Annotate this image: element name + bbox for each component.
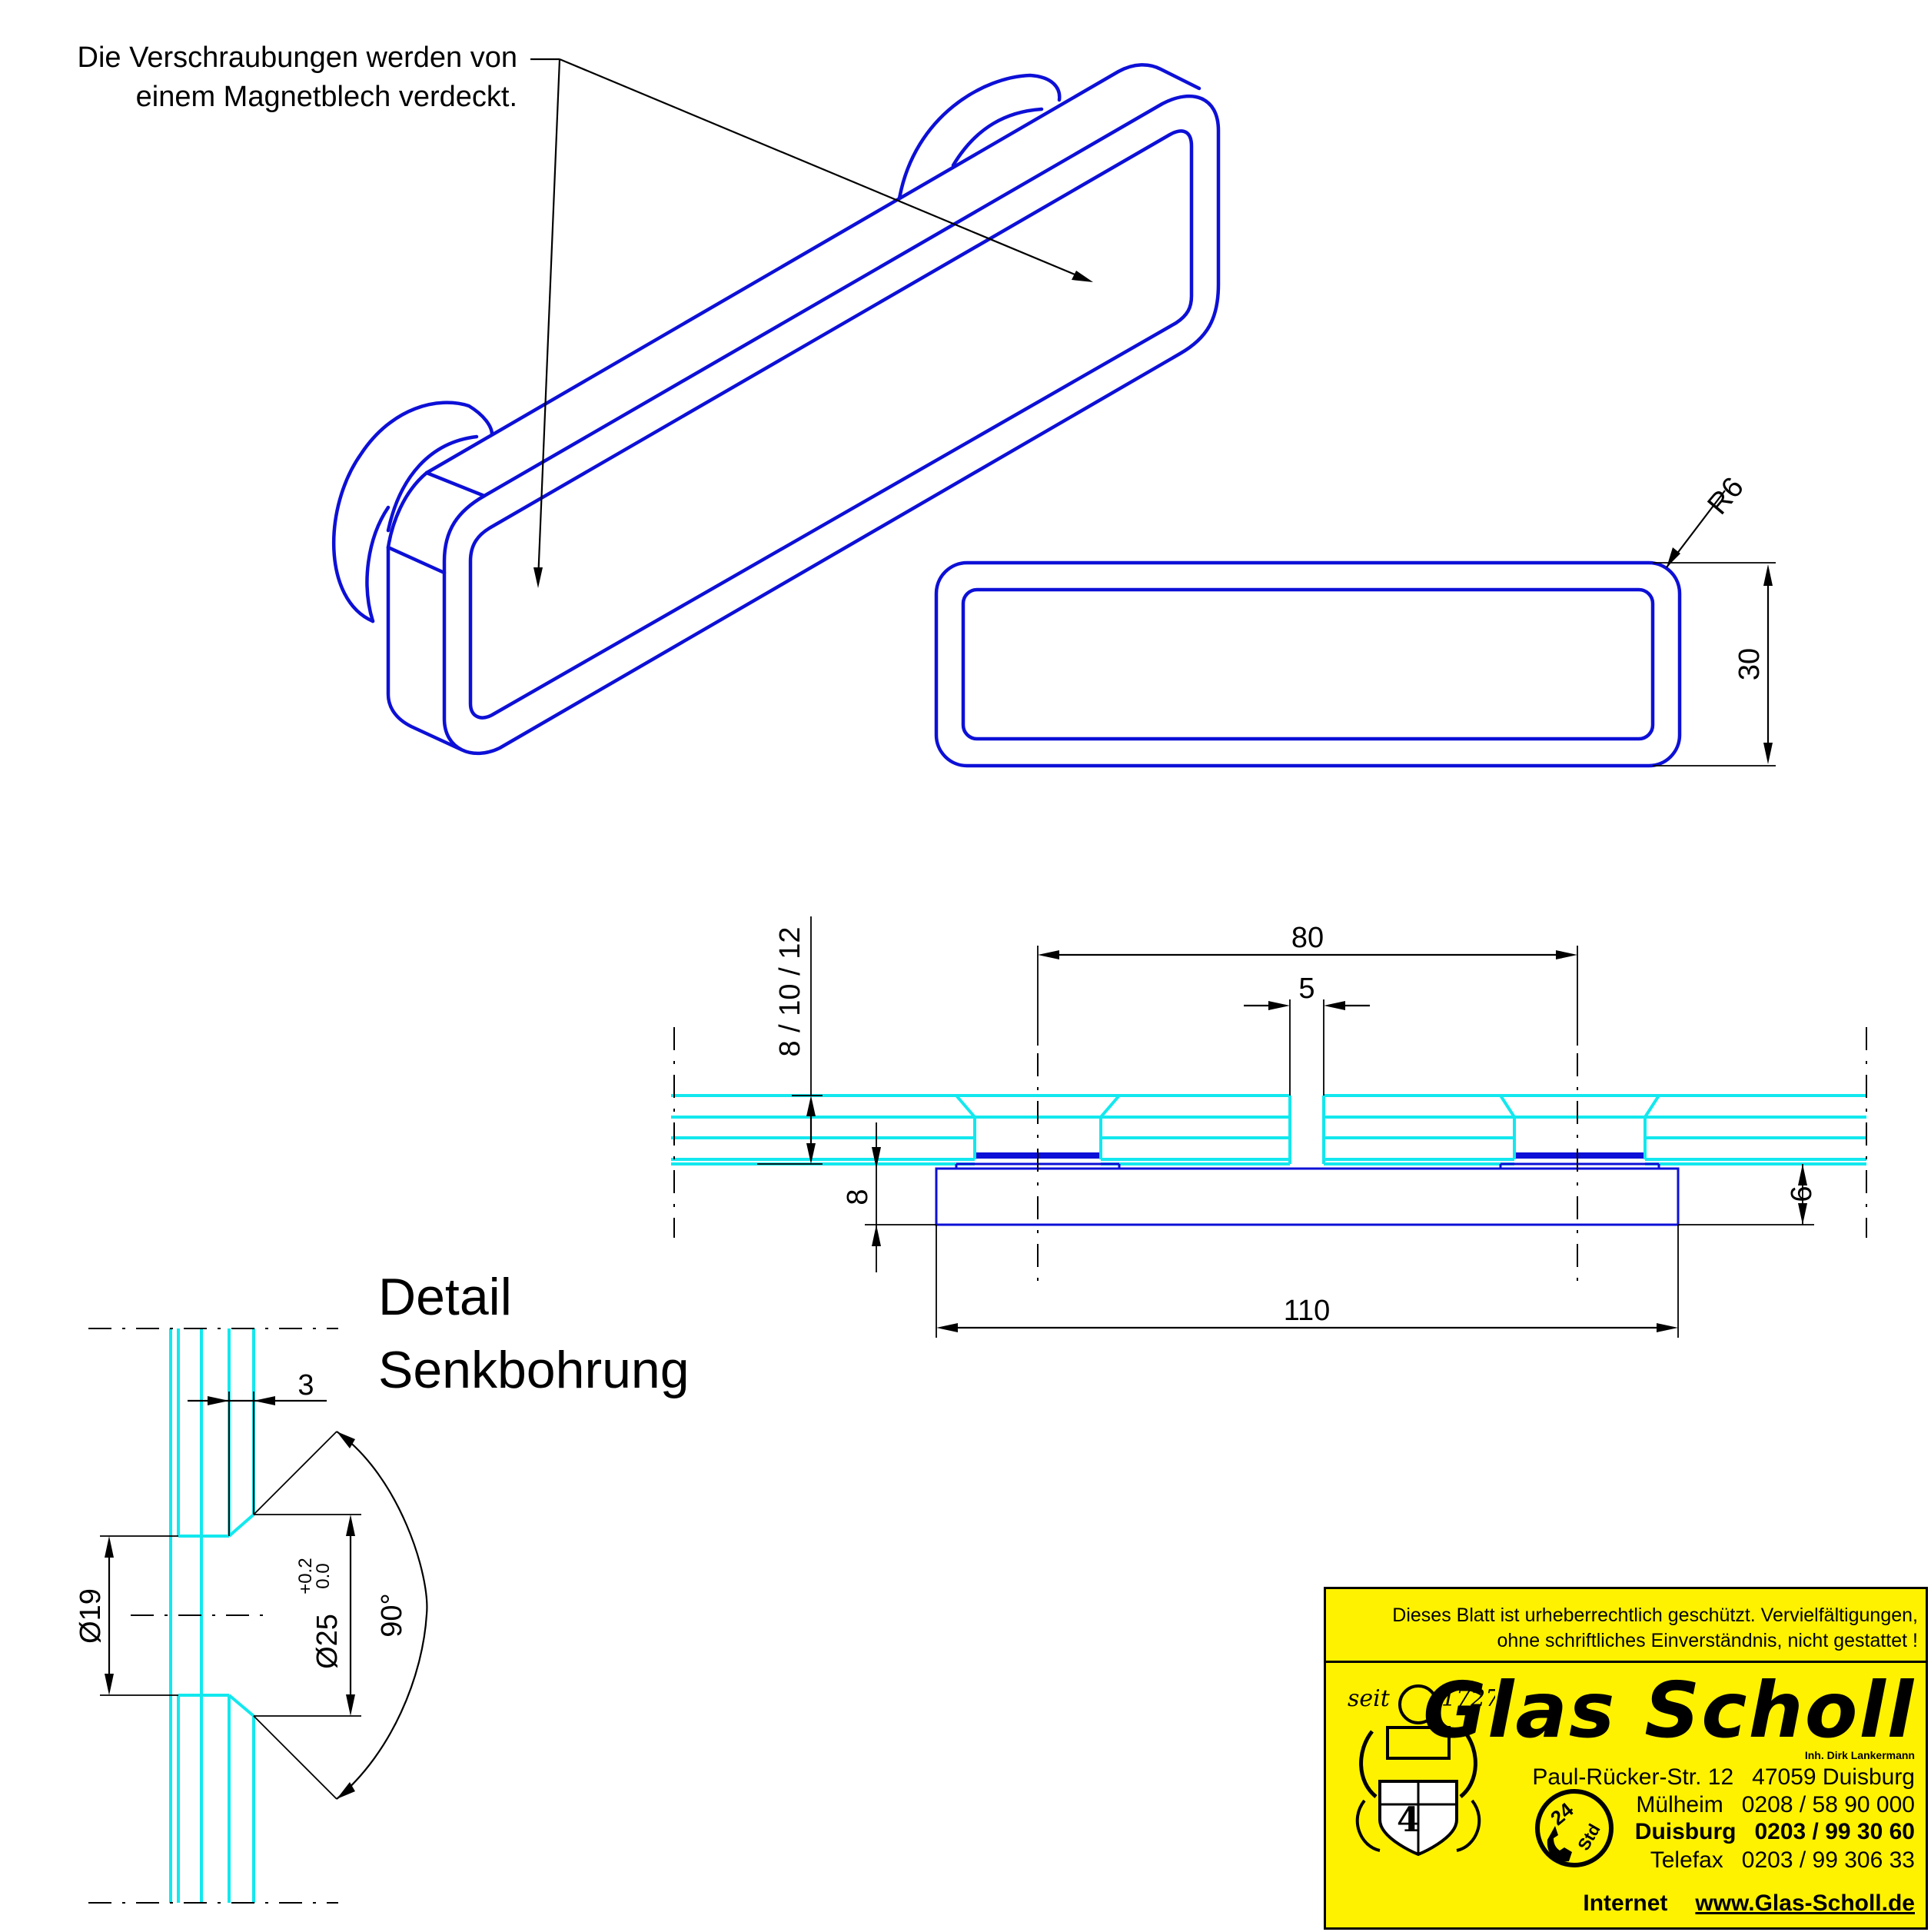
glass-thickness-dimension: 8 / 10 / 12 [774,926,806,1056]
tolerance-upper: +0.2 [295,1558,316,1594]
internet-label: Internet [1583,1890,1668,1916]
copyright-line-1: Dieses Blatt ist urheberrechtlich geschü… [1392,1604,1918,1626]
copyright-notice: Dieses Blatt ist urheberrechtlich geschü… [1326,1589,1926,1663]
annotation-leaders [530,58,1093,588]
radius-label: R6 [1702,471,1750,520]
owner-name: Inh. Dirk Lankermann [1804,1749,1915,1761]
muelheim-phone: 0208 / 58 90 000 [1741,1792,1915,1817]
duisburg-phone-row: Duisburg 0203 / 99 30 60 [1617,1819,1915,1845]
phone-24h-icon: 24 Std [1535,1789,1614,1867]
bore-diameter-dimension: Ø19 [75,1588,107,1644]
city-address: 47059 Duisburg [1752,1764,1915,1790]
copyright-line-2: ohne schriftliches Einverständnis, nicht… [1497,1630,1918,1651]
detail-offset-dimension: 3 [297,1369,314,1402]
coat-of-arms-logo: seit 1727 4 [1348,1684,1495,1857]
profile-height-left-dimension: 8 [842,1189,874,1205]
seal-left-text: seit [1348,1685,1391,1712]
countersink-angle-dimension: 90° [376,1593,408,1637]
counter-diameter-dimension: Ø25 [311,1614,344,1669]
tolerance-lower: 0.0 [313,1563,334,1588]
detail-title-line-2: Senkbohrung [378,1341,690,1399]
muelheim-label: Mülheim [1636,1792,1723,1817]
duisburg-label: Duisburg [1634,1819,1737,1844]
section-view [671,916,1867,1338]
detail-countersink-view [88,1328,428,1904]
fax-number: 0203 / 99 306 33 [1741,1847,1915,1873]
center-distance-dimension: 80 [1291,922,1324,954]
muelheim-phone-row: Mülheim 0208 / 58 90 000 [1617,1792,1915,1818]
gap-dimension: 5 [1298,973,1314,1005]
duisburg-phone: 0203 / 99 30 60 [1754,1819,1915,1844]
isometric-handle-view [331,63,1221,756]
internet-row: Internet www.Glas-Scholl.de [1564,1890,1915,1917]
height-dimension: 30 [1733,648,1766,680]
fax-row: Telefax 0203 / 99 306 33 [1632,1847,1915,1874]
annotation-line-1: Die Verschraubungen werden von [78,42,518,74]
annotation-line-2: einem Magnetblech verdeckt. [136,81,517,113]
website-link[interactable]: www.Glas-Scholl.de [1695,1890,1915,1916]
detail-title-line-1: Detail [378,1268,512,1326]
front-view [934,490,1776,768]
profile-height-right-dimension: 9 [1784,1185,1816,1202]
address-row: Paul-Rücker-Str. 12 47059 Duisburg [1514,1764,1915,1791]
title-block: Dieses Blatt ist urheberrechtlich geschü… [1324,1587,1928,1930]
seal-number: 4 [1397,1801,1421,1840]
brand-logo-text: Glas Scholl [1423,1665,1915,1755]
fax-label: Telefax [1650,1847,1723,1873]
length-dimension: 110 [1284,1295,1331,1327]
seal-right-text: 1727 [1441,1685,1495,1712]
street-address: Paul-Rücker-Str. 12 [1532,1764,1734,1790]
